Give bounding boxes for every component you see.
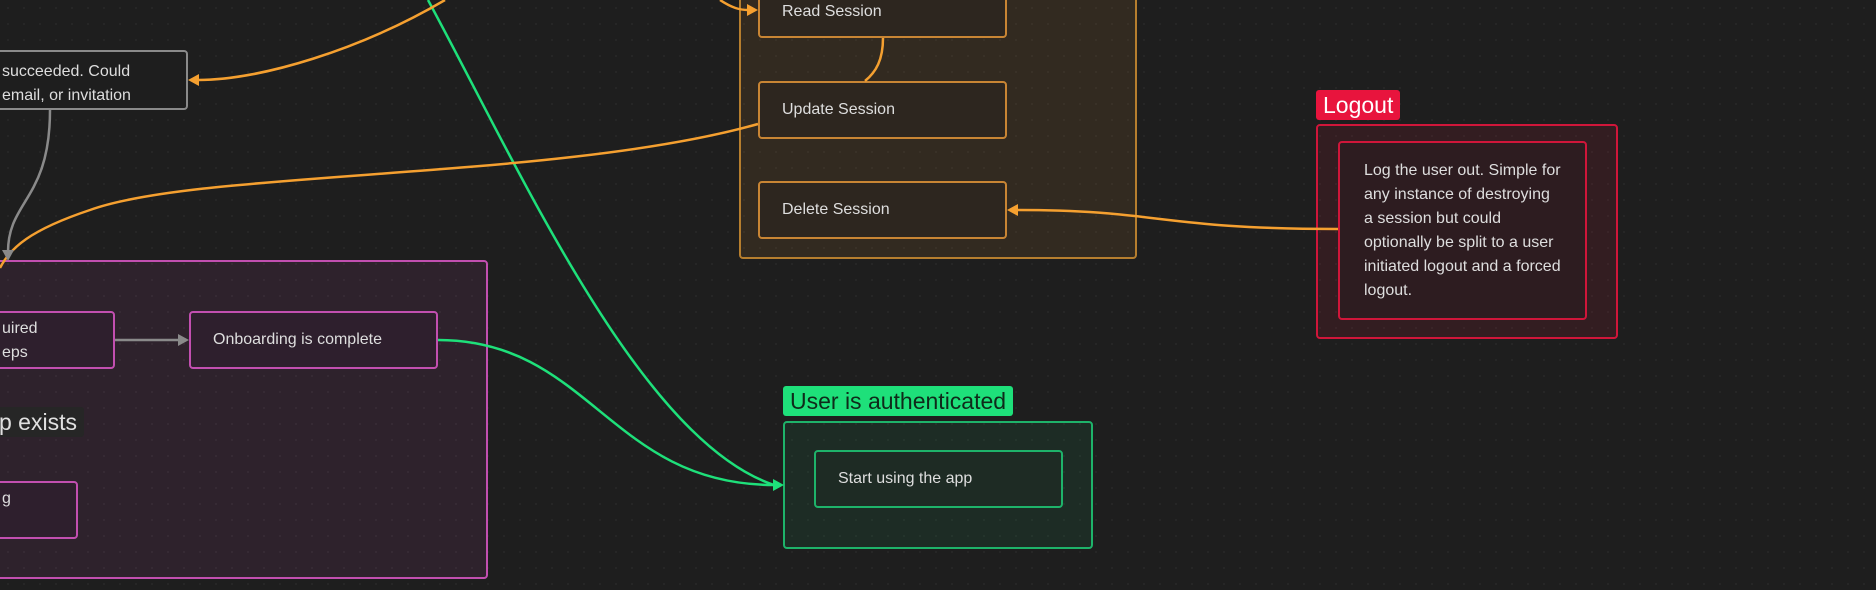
exists-label: p exists bbox=[0, 407, 84, 437]
orange-connector-read-update bbox=[864, 37, 885, 82]
read-session-node[interactable]: Read Session bbox=[758, 0, 1007, 38]
green-arrowhead bbox=[773, 479, 784, 491]
update-session-node[interactable]: Update Session bbox=[758, 81, 1007, 139]
user-authenticated-label: User is authenticated bbox=[783, 386, 1014, 416]
gray-connector-signup-onboarding bbox=[6, 109, 52, 253]
orange-arrowhead-delete bbox=[1007, 204, 1018, 216]
signup-succeeded-node[interactable]: succeeded. Could email, or invitation bbox=[0, 50, 188, 110]
orange-connector-logout-delete bbox=[1016, 208, 1339, 231]
logout-label: Logout bbox=[1316, 90, 1401, 120]
orange-connector-signup bbox=[197, 0, 446, 82]
green-connector-top bbox=[426, 0, 775, 487]
orange-arrowhead-signup bbox=[188, 74, 199, 86]
partial-onboarding-node[interactable]: g bbox=[0, 481, 78, 539]
logout-description-node[interactable]: Log the user out. Simple for any instanc… bbox=[1338, 141, 1587, 320]
start-using-app-node[interactable]: Start using the app bbox=[814, 450, 1063, 508]
orange-connector-read bbox=[719, 0, 749, 12]
gray-arrowhead-complete bbox=[178, 334, 189, 346]
required-steps-node[interactable]: uired eps bbox=[0, 311, 115, 369]
orange-connector-update-onboarding bbox=[0, 122, 759, 269]
delete-session-node[interactable]: Delete Session bbox=[758, 181, 1007, 239]
orange-arrowhead-read bbox=[747, 4, 758, 16]
green-connector-onboarding bbox=[437, 338, 775, 487]
onboarding-complete-node[interactable]: Onboarding is complete bbox=[189, 311, 438, 369]
gray-arrowhead-onboarding bbox=[2, 250, 14, 261]
